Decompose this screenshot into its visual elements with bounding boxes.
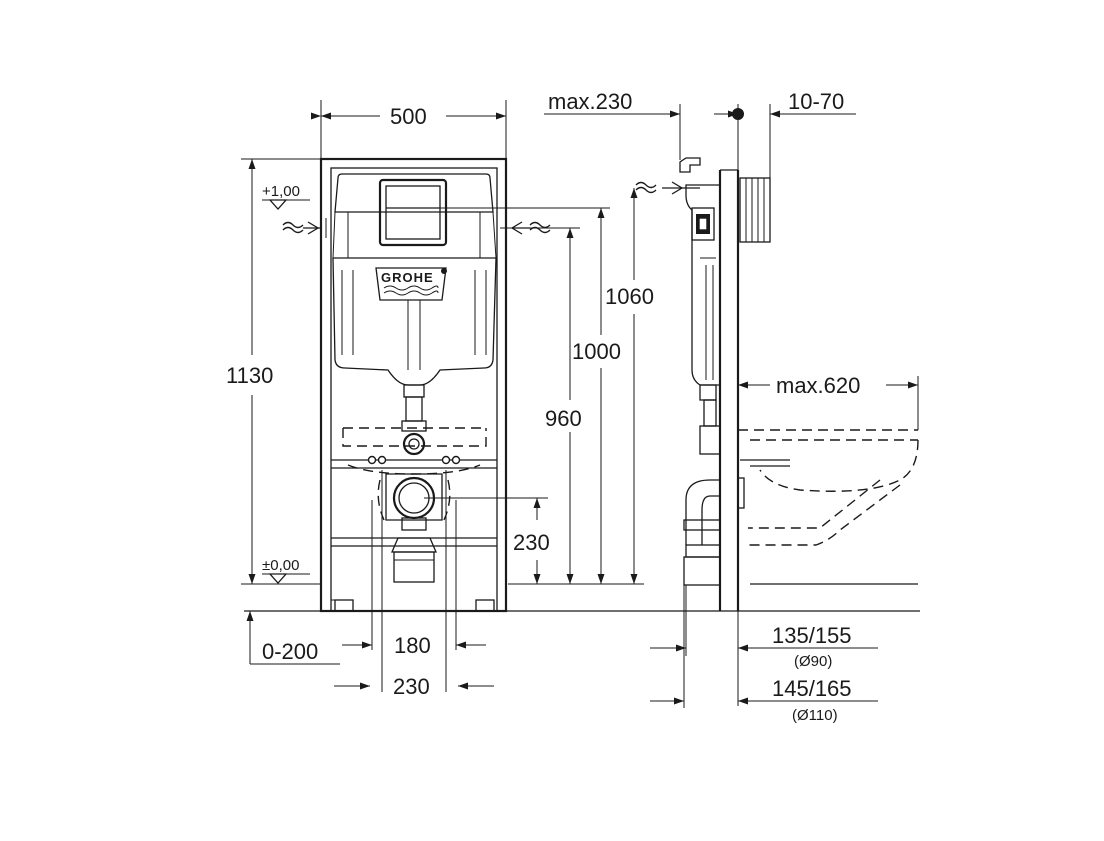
spacing-outer-label: 230 xyxy=(393,674,430,699)
side-view: max.230 10-70 max.620 135/155 (Ø90) xyxy=(544,89,919,724)
side-cistern xyxy=(685,184,721,455)
level-top-marker: +1,00 xyxy=(262,183,310,210)
dim-max-230: max.230 xyxy=(544,89,681,160)
pipe-110-label: 145/165 xyxy=(772,676,852,701)
dim-height-1130: 1130 xyxy=(226,159,273,584)
spacing-inner-label: 180 xyxy=(394,633,431,658)
cistern: GROHE xyxy=(332,173,497,386)
wc-bowl-side xyxy=(738,429,919,546)
water-inlet-left xyxy=(282,221,320,235)
dim-spacing-230: 230 xyxy=(334,470,494,699)
height-230-label: 230 xyxy=(513,530,550,555)
height-960-label: 960 xyxy=(545,406,582,431)
wall-adjust-label: 10-70 xyxy=(788,89,844,114)
height-1000-label: 1000 xyxy=(572,339,621,364)
dim-height-1060: 1060 xyxy=(605,188,654,584)
dim-height-960: 960 xyxy=(545,228,582,584)
dim-pipe-110: 145/165 (Ø110) xyxy=(650,585,878,724)
pipe-110-sub: (Ø110) xyxy=(792,707,838,724)
width-label: 500 xyxy=(390,104,427,129)
drain-connection xyxy=(385,473,443,583)
mounting-holes xyxy=(367,455,461,465)
pipe-90-label: 135/155 xyxy=(772,623,852,648)
height-1060-label: 1060 xyxy=(605,284,654,309)
front-view: GROHE xyxy=(226,100,920,699)
dim-wall-adjust: 10-70 xyxy=(714,89,856,118)
dim-pipe-90: 135/155 (Ø90) xyxy=(650,585,878,706)
dim-height-230: 230 xyxy=(513,498,550,584)
flush-pipe xyxy=(401,384,427,456)
dim-spacing-180: 180 xyxy=(342,500,486,658)
mounting-frame xyxy=(319,157,508,613)
wall-bracket xyxy=(739,177,771,243)
dim-floor-offset: 0-200 xyxy=(246,611,340,665)
dim-max-620: max.620 xyxy=(738,373,919,430)
max-bowl-label: max.620 xyxy=(776,373,860,398)
brand-logo: GROHE xyxy=(381,270,434,285)
level-zero-label: ±0,00 xyxy=(262,557,299,574)
height-label: 1130 xyxy=(226,363,273,388)
level-top-label: +1,00 xyxy=(262,183,300,200)
floor-offset-label: 0-200 xyxy=(262,639,318,664)
dim-width-500: 500 xyxy=(311,104,506,129)
dim-height-1000: 1000 xyxy=(572,208,621,584)
pipe-90-sub: (Ø90) xyxy=(794,653,832,670)
level-zero-marker: ±0,00 xyxy=(262,557,310,584)
side-inlet xyxy=(635,157,720,195)
max-projection-label: max.230 xyxy=(548,89,632,114)
side-drain xyxy=(683,477,745,586)
